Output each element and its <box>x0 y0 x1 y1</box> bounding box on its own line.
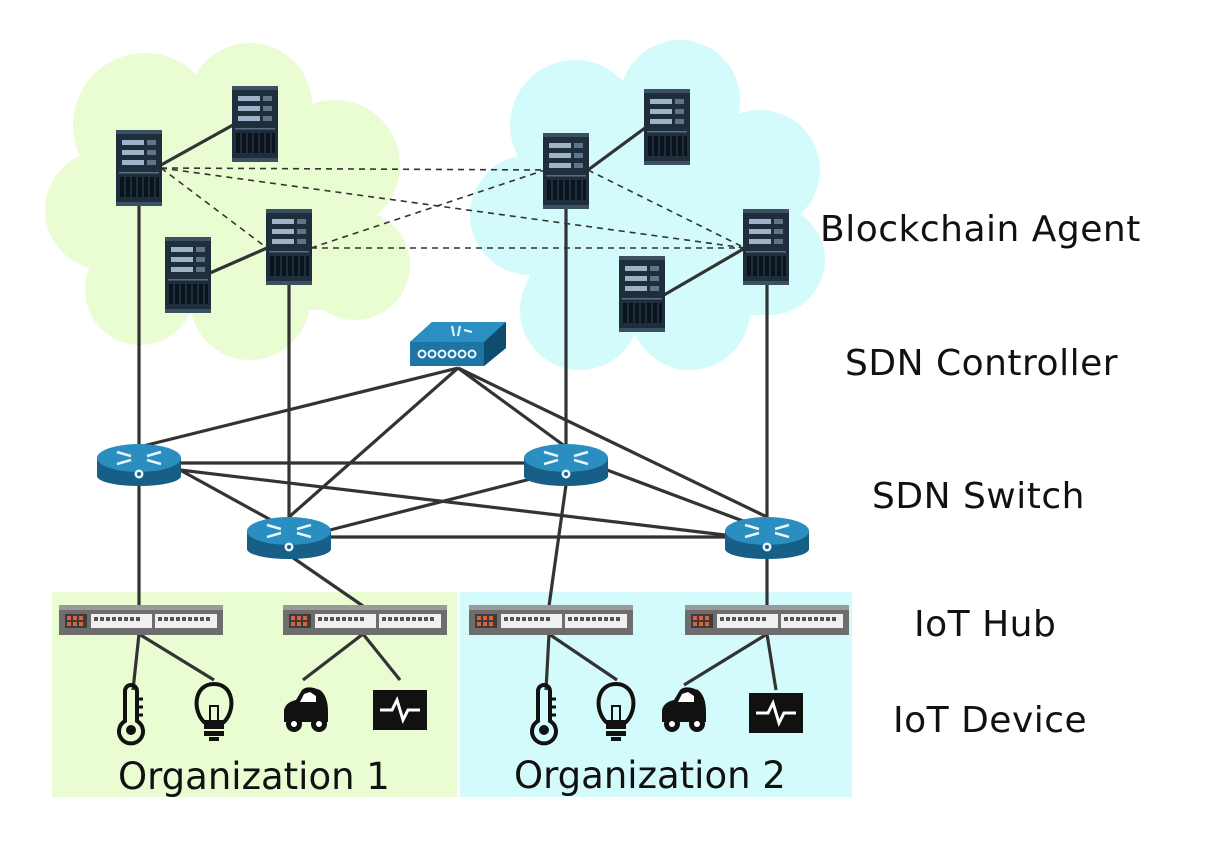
blockchain-agent-2d <box>619 256 665 332</box>
agent-peer-links <box>160 167 746 249</box>
blockchain-agent-1a <box>232 86 278 162</box>
blockchain-cloud-1 <box>45 43 410 360</box>
network-links <box>131 123 778 691</box>
sdn-switch-2 <box>522 442 610 488</box>
organization-1-label: Organization 1 <box>118 755 390 798</box>
heart-monitor-icon <box>747 691 805 735</box>
blockchain-agent-2b <box>543 133 589 209</box>
iot-hub-2 <box>283 605 447 635</box>
iot-hub-3 <box>469 605 633 635</box>
sdn-switch-3 <box>245 515 333 561</box>
blockchain-agent-1b <box>116 130 162 206</box>
blockchain-agent-2c <box>743 209 789 285</box>
iot-hub-1 <box>59 605 223 635</box>
heart-monitor-icon <box>371 688 429 732</box>
layer-label-sdn-controller: SDN Controller <box>845 343 1119 384</box>
layer-label-sdn-switch: SDN Switch <box>872 476 1085 517</box>
layer-label-iot-hub: IoT Hub <box>914 604 1057 645</box>
layer-label-iot-device: IoT Device <box>893 700 1088 741</box>
blockchain-agent-1d <box>165 237 211 313</box>
blockchain-agent-2a <box>644 89 690 165</box>
layer-label-blockchain-agent: Blockchain Agent <box>820 209 1141 250</box>
blockchain-agent-1c <box>266 209 312 285</box>
organization-2-label: Organization 2 <box>514 754 786 797</box>
sdn-controller-icon <box>409 321 507 367</box>
sdn-switch-4 <box>723 515 811 561</box>
iot-hub-4 <box>685 605 849 635</box>
sdn-switch-1 <box>95 442 183 488</box>
